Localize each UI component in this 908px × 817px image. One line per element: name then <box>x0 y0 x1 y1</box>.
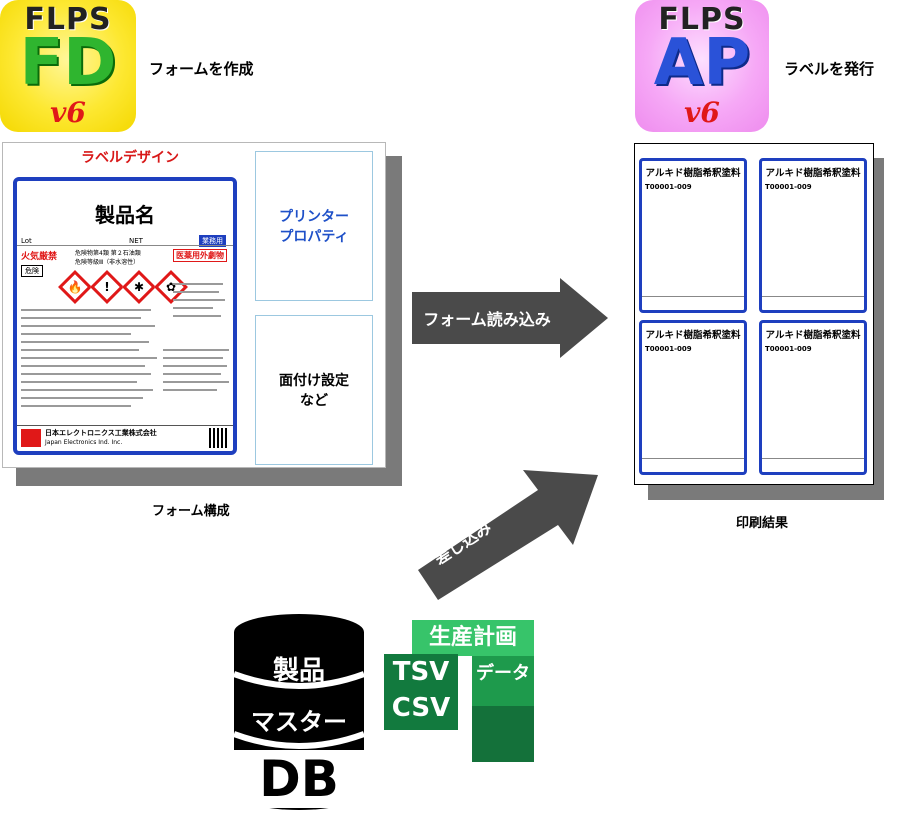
read-form-arrow-head <box>560 278 608 358</box>
logo-ap-version: v6 <box>684 96 720 129</box>
file-left-label-1: TSV <box>392 657 450 687</box>
flame-pictogram-icon: 🔥 <box>58 270 92 304</box>
logo-fd-version: v6 <box>50 96 86 129</box>
label-design-card: 製品名 Lot NET 業務用 火気厳禁 危険物第4類 第２石油類 危険等級Ⅲ（… <box>13 177 237 455</box>
insert-arrow <box>418 470 598 600</box>
danger-label: 危険 <box>21 265 43 277</box>
result-label-4: アルキド樹脂希釈塗料 T00001-009 <box>759 320 867 475</box>
result-label-title: アルキド樹脂希釈塗料 <box>645 168 741 179</box>
form-caption: フォーム構成 <box>152 504 230 519</box>
fd-caption: フォームを作成 <box>149 60 254 78</box>
company-logo-icon <box>21 429 41 447</box>
file-right-tile <box>472 656 534 706</box>
db-line2: マスター <box>251 708 347 736</box>
logo-ap-brand: FLPS <box>658 2 746 37</box>
logo-fd-product: FD <box>19 26 117 100</box>
result-label-code: T00001-009 <box>765 183 812 191</box>
form-panel: ラベルデザイン 製品名 Lot NET 業務用 火気厳禁 危険物第4類 第２石油… <box>2 142 386 468</box>
business-use-badge: 業務用 <box>199 235 226 247</box>
db-line3: DB <box>234 750 364 808</box>
exclamation-pictogram-icon: ! <box>90 270 124 304</box>
file-left-label-2: CSV <box>391 693 451 723</box>
result-label-3: アルキド樹脂希釈塗料 T00001-009 <box>639 320 747 475</box>
fire-warning: 火気厳禁 <box>21 252 58 262</box>
result-label-title: アルキド樹脂希釈塗料 <box>645 330 741 341</box>
file-right-label: データ <box>476 663 530 684</box>
result-label-2: アルキド樹脂希釈塗料 T00001-009 <box>759 158 867 313</box>
result-caption: 印刷結果 <box>736 516 789 531</box>
precaution-text-block <box>21 309 161 429</box>
result-label-code: T00001-009 <box>765 345 812 353</box>
file-bottom-right-tile <box>472 706 534 762</box>
result-label-1: アルキド樹脂希釈塗料 T00001-009 <box>639 158 747 313</box>
result-label-title: アルキド樹脂希釈塗料 <box>765 330 861 341</box>
ap-caption: ラベルを発行 <box>784 60 875 78</box>
result-label-title: アルキド樹脂希釈塗料 <box>765 168 861 179</box>
db-line1: 製品 <box>272 656 325 686</box>
company-name-en: Japan Electronics Ind. Inc. <box>45 439 123 446</box>
flps-fd-logo: FLPS FD v6 <box>0 0 136 132</box>
logo-ap-product: AP <box>653 26 751 100</box>
company-footer: 日本エレクトロニクス工業株式会社 Japan Electronics Ind. … <box>17 425 233 451</box>
result-sheet: アルキド樹脂希釈塗料 T00001-009 アルキド樹脂希釈塗料 T00001-… <box>634 143 874 485</box>
printer-property-box: プリンター プロパティ <box>255 151 373 301</box>
hazard-class-2: 危険等級Ⅲ（非水溶性） <box>75 259 140 266</box>
ingredients-block <box>173 279 233 339</box>
layout-setting-box: 面付け設定 など <box>255 315 373 465</box>
design-title: ラベルデザイン <box>81 150 179 166</box>
lot-label: Lot <box>21 237 32 245</box>
logo-fd-brand: FLPS <box>24 2 112 37</box>
file-top-label: 生産計画 <box>428 625 517 650</box>
read-form-label: フォーム読み込み <box>423 310 551 329</box>
file-front-tile <box>384 654 458 730</box>
file-top-tile <box>412 620 534 656</box>
divider <box>17 245 233 246</box>
product-name: 製品名 <box>95 203 155 227</box>
result-label-code: T00001-009 <box>645 183 692 191</box>
precaution-text-block-2 <box>163 349 233 429</box>
flps-ap-logo: FLPS AP v6 <box>635 0 769 132</box>
hazard-class-1: 危険物第4類 第２石油類 <box>75 250 141 257</box>
result-label-code: T00001-009 <box>645 345 692 353</box>
pharma-badge: 医薬用外劇物 <box>173 249 227 262</box>
net-label: NET <box>129 237 143 245</box>
company-name: 日本エレクトロニクス工業株式会社 <box>45 429 157 437</box>
read-form-arrow: フォーム読み込み <box>412 292 562 344</box>
qr-code-icon <box>209 428 229 448</box>
health-hazard-pictogram-icon: ✱ <box>122 270 156 304</box>
